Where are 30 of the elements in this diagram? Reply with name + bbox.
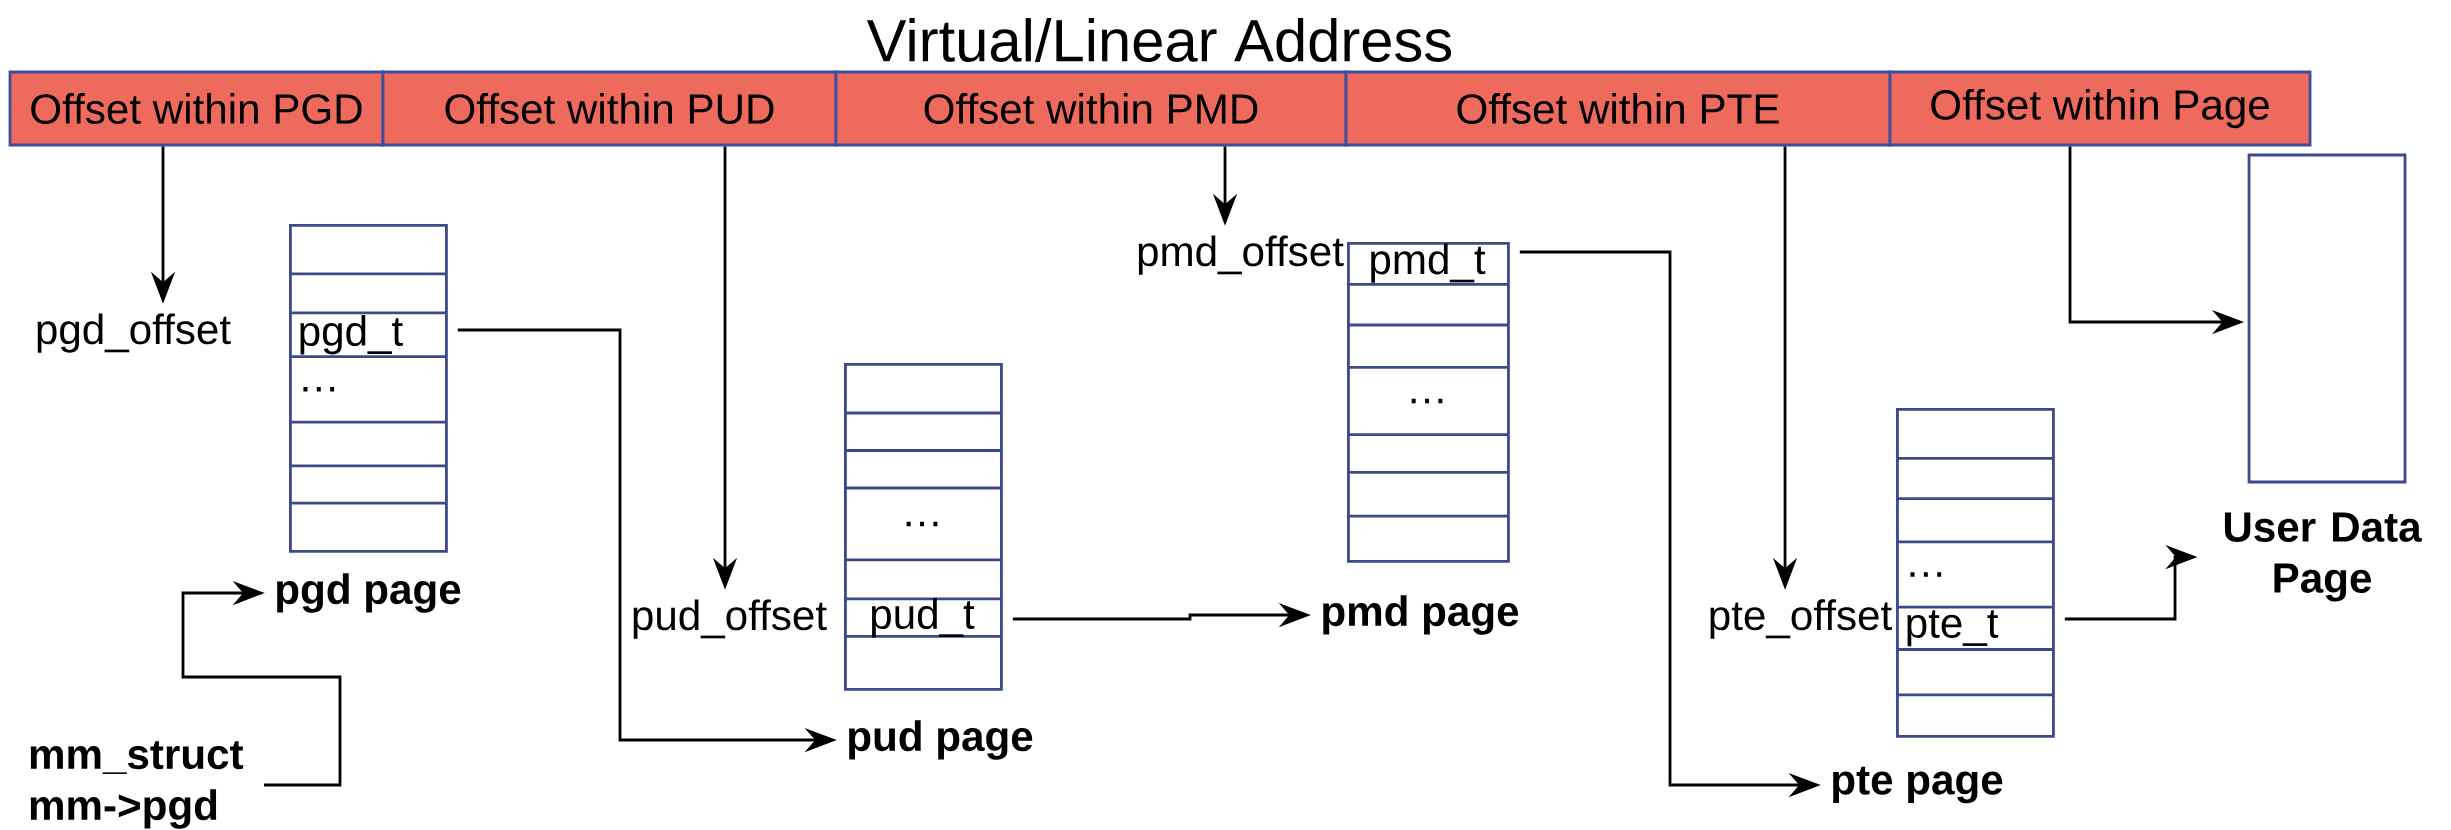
address-field: Offset within Page (1888, 70, 2312, 147)
page-label: pgd page (277, 573, 461, 613)
title: Virtual/Linear Address (866, 18, 1452, 62)
page-label: pud page (849, 720, 1033, 760)
address-field: Offset within PTE (1344, 70, 1892, 147)
page-label: pte page (1833, 766, 2003, 804)
table-entry: … (303, 387, 335, 392)
table-entry: pgd_t (300, 315, 403, 355)
table-entry: pud_t (871, 598, 975, 638)
offset-label: pte_offset (1710, 599, 1892, 639)
address-field: Offset within PGD (8, 70, 385, 147)
page-label: User Data Page (2224, 512, 2422, 602)
page-table (1347, 242, 1510, 563)
page-table (1896, 408, 2055, 738)
page-table (289, 224, 448, 553)
table-entry: … (1411, 398, 1443, 404)
page-label: pmd page (1323, 595, 1519, 635)
address-field: Offset within PMD (834, 70, 1348, 147)
arrow (181, 580, 342, 787)
table-entry: … (906, 521, 938, 527)
table-entry: pte_t (1907, 610, 1999, 647)
page-table (844, 363, 1003, 691)
table-entry: pmd_t (1371, 243, 1486, 283)
offset-label: pgd_offset (37, 313, 231, 353)
offset-label: pud_offset (633, 599, 827, 639)
page-box (2247, 153, 2407, 484)
offset-label: pmd_offset (1138, 235, 1344, 275)
table-entry: … (1910, 572, 1942, 577)
pointer-label: mm_struct mm->pgd (30, 741, 244, 829)
address-field: Offset within PUD (381, 70, 838, 147)
